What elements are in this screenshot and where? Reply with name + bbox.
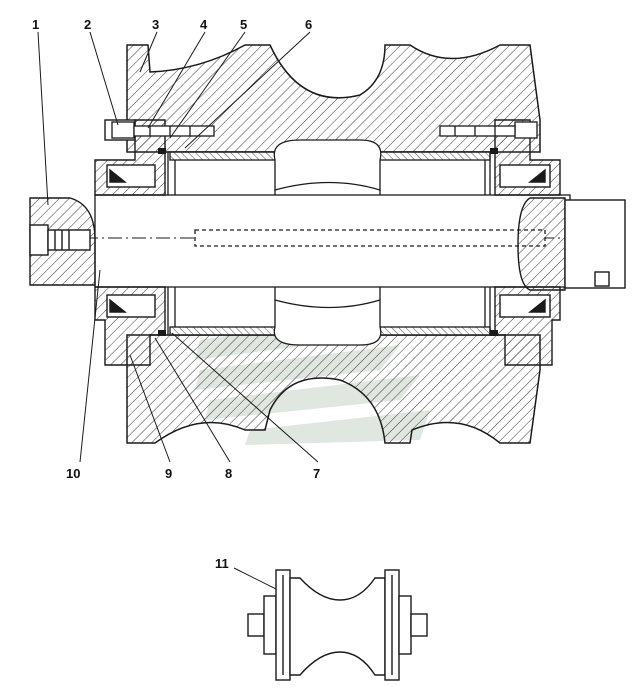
roller-body-lower [126,334,541,444]
callout-11: 11 [215,556,229,571]
shaft [60,194,600,288]
callout-5: 5 [240,17,247,32]
left-bolt [111,121,215,139]
callout-3: 3 [152,17,159,32]
callout-4: 4 [200,17,208,32]
callout-10: 10 [66,466,80,481]
callout-8: 8 [225,466,232,481]
right-shaft-end [517,197,626,291]
left-bearing-housing [94,119,166,366]
right-bolt [439,121,538,139]
roller-body-upper [126,44,541,153]
callout-1: 1 [32,17,39,32]
callout-6: 6 [305,17,312,32]
callout-2: 2 [84,17,91,32]
left-shaft-end [29,197,96,286]
seal-rings [158,148,498,336]
callout-9: 9 [165,466,172,481]
right-bearing-housing [494,119,561,366]
callout-7: 7 [313,466,320,481]
roller-small-view [247,569,428,681]
leader-lines [37,31,319,601]
